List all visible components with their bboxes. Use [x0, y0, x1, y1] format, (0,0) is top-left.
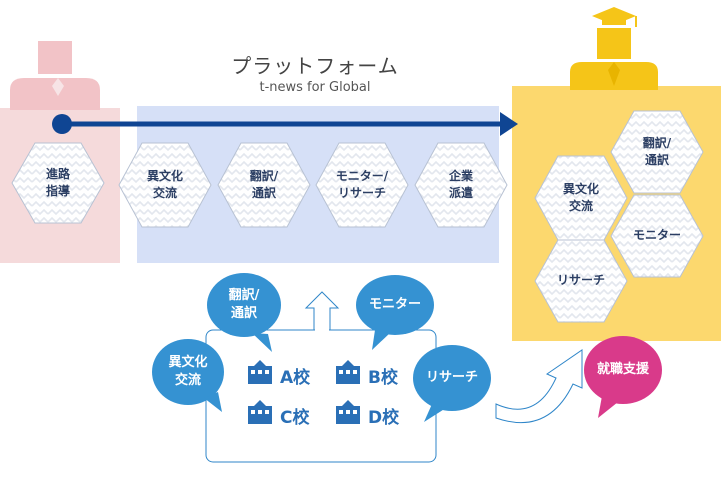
career-arrow: [52, 112, 518, 136]
hex-dispatch: [414, 142, 508, 228]
hex-right-monitor-label: モニター: [632, 228, 681, 242]
hex-right-translation-label: 翻訳/ 通訳: [642, 136, 672, 167]
graduate-figure-icon: [570, 7, 658, 90]
school-a-label: A校: [280, 368, 311, 388]
bubble-translation: [207, 273, 281, 352]
hex-guidance-label: 進路 指導: [45, 167, 70, 198]
job-support-label: 就職支援: [596, 362, 649, 377]
hex-right-research-label: リサーチ: [556, 273, 605, 287]
page-subtitle: t-news for Global: [259, 80, 371, 95]
hex-dispatch-label: 企業 派遣: [448, 169, 473, 200]
student-figure-icon: [10, 41, 100, 110]
school-c-label: C校: [280, 408, 310, 428]
schools-box: [205, 329, 437, 463]
hex-right-translation: [610, 110, 704, 194]
hex-cultural: [118, 142, 212, 228]
bubble-monitor: [356, 275, 434, 350]
job-support-bubble: [584, 336, 662, 418]
hex-translation-label: 翻訳/ 通訳: [249, 169, 279, 200]
page-title: プラットフォーム: [231, 54, 399, 78]
hex-right-monitor: [610, 194, 704, 278]
school-b-label: B校: [368, 368, 398, 388]
school-d-label: D校: [368, 408, 400, 428]
bubble-cultural: [152, 339, 224, 412]
hex-guidance: [11, 142, 105, 224]
bubble-translation-label: 翻訳/ 通訳: [228, 288, 260, 321]
up-arrow: [304, 291, 340, 331]
hex-translation: [217, 142, 311, 228]
bubble-cultural-label: 異文化 交流: [168, 355, 208, 388]
bubble-monitor-label: モニター: [368, 297, 421, 312]
hex-cultural-label: 異文化 交流: [146, 169, 183, 200]
curved-arrow: [495, 349, 583, 424]
hex-right-cultural-label: 異文化 交流: [562, 182, 599, 213]
hex-right-research: [534, 239, 628, 323]
bubble-research-label: リサーチ: [425, 370, 478, 385]
hex-monitor-label: モニター/ リサーチ: [335, 169, 389, 200]
bubble-research: [413, 345, 491, 422]
hex-monitor: [315, 142, 409, 228]
